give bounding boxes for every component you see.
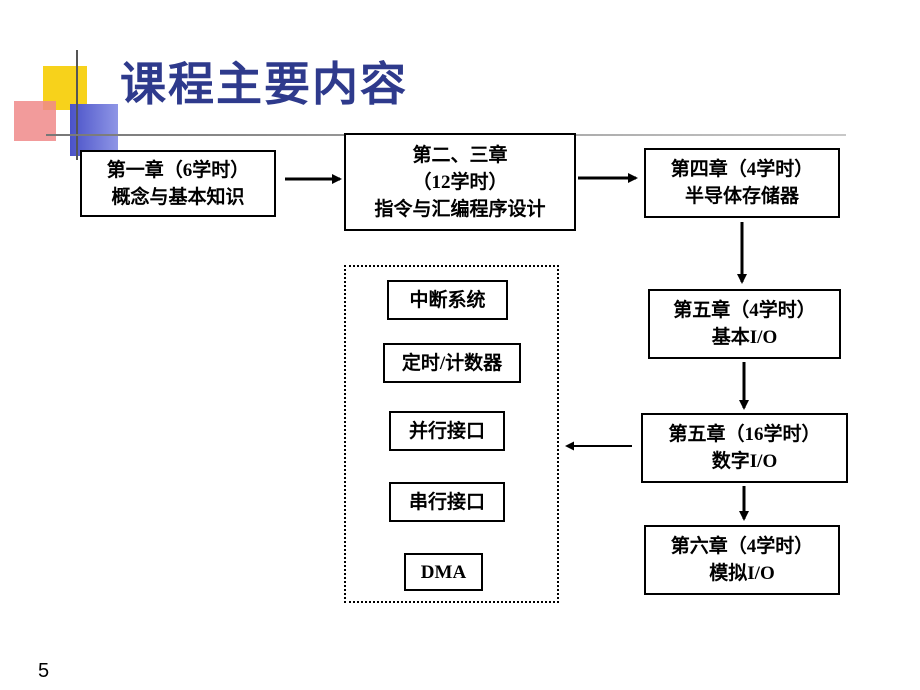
topic-timer-counter: 定时/计数器 <box>383 343 521 383</box>
decor-blue-square <box>70 104 118 156</box>
page-title: 课程主要内容 <box>120 57 408 111</box>
chapter-6-box: 第六章（4学时） 模拟I/O <box>644 525 840 595</box>
chapter-5-basic-io-topic: 基本I/O <box>711 327 778 348</box>
decor-vertical-line <box>76 50 78 160</box>
chapter-6-hours: 第六章（4学时） <box>670 536 814 557</box>
chapter-2-3-title: 第二、三章 <box>412 144 508 166</box>
chapter-2-3-box: 第二、三章 （12学时） 指令与汇编程序设计 <box>344 133 576 231</box>
chapter-2-3-topic: 指令与汇编程序设计 <box>374 198 546 220</box>
chapter-5-digital-io-box: 第五章（16学时） 数字I/O <box>641 413 848 483</box>
topic-parallel-interface: 并行接口 <box>389 411 505 451</box>
chapter-5-digital-io-topic: 数字I/O <box>711 451 778 472</box>
chapter-2-3-hours: （12学时） <box>412 171 508 193</box>
chapter-4-hours: 第四章（4学时） <box>670 159 814 180</box>
chapter-5-digital-io-hours: 第五章（16学时） <box>668 424 821 445</box>
chapter-1-hours: 第一章（6学时） <box>106 159 250 181</box>
chapter-4-box: 第四章（4学时） 半导体存储器 <box>644 148 840 218</box>
digital-io-topics-group <box>344 265 559 603</box>
chapter-4-topic: 半导体存储器 <box>684 186 799 207</box>
topic-serial-interface: 串行接口 <box>389 482 505 522</box>
chapter-5-basic-io-box: 第五章（4学时） 基本I/O <box>648 289 841 359</box>
topic-interrupt-system: 中断系统 <box>387 280 508 320</box>
chapter-1-box: 第一章（6学时） 概念与基本知识 <box>80 150 276 217</box>
chapter-1-topic: 概念与基本知识 <box>111 186 245 208</box>
topic-dma: DMA <box>404 553 483 591</box>
chapter-5-basic-io-hours: 第五章（4学时） <box>673 300 816 321</box>
chapter-6-topic: 模拟I/O <box>709 563 775 584</box>
page-number: 5 <box>38 660 50 682</box>
